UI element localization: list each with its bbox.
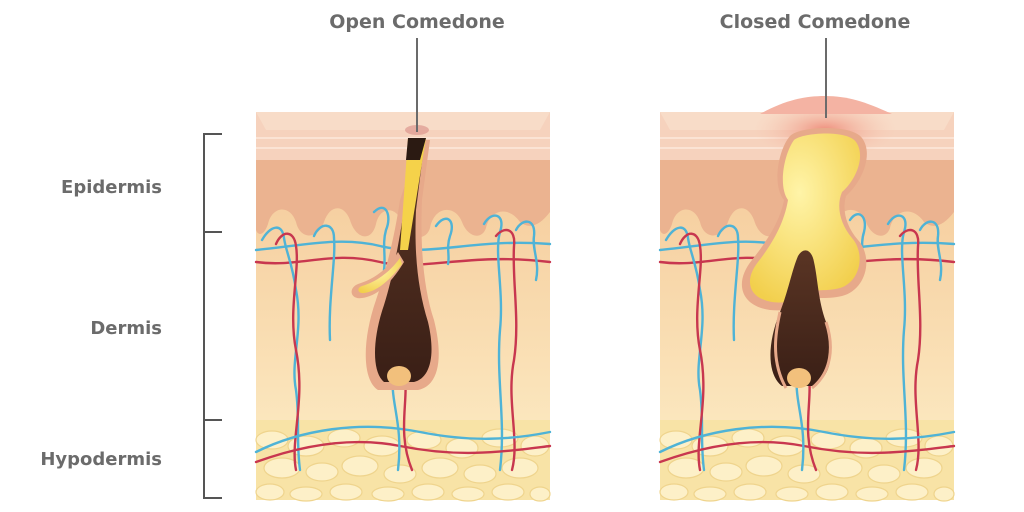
- bracket-line: [203, 133, 222, 499]
- fat-cells-right: [659, 428, 955, 502]
- hair-follicle: [351, 125, 439, 390]
- fat-cells: [255, 428, 551, 502]
- closed-comedone-skin-block: [658, 38, 956, 502]
- sebum-plug: [400, 138, 426, 250]
- vein: [254, 240, 552, 252]
- open-comedone-label: Open Comedone: [329, 11, 505, 33]
- sebaceous-gland: [358, 258, 402, 294]
- blood-vessels-right: [658, 213, 956, 472]
- dermal-papilla-right: [787, 368, 811, 388]
- epidermis-label: Epidermis: [61, 177, 162, 198]
- blackhead-tip: [406, 138, 426, 160]
- hair-shaft: [375, 146, 432, 382]
- closed-follicle: [741, 128, 867, 390]
- hypodermis-label: Hypodermis: [40, 449, 162, 470]
- hair-shaft-right: [770, 250, 831, 386]
- sebum-cyst: [749, 133, 861, 303]
- closed-comedone-label: Closed Comedone: [720, 11, 911, 33]
- layer-bracket: [203, 133, 222, 499]
- dermis-label: Dermis: [90, 318, 162, 339]
- dermal-papilla: [387, 366, 411, 386]
- skin-surface: [256, 112, 550, 130]
- blood-vessels: [254, 206, 552, 472]
- open-comedone-skin-block: [254, 38, 552, 502]
